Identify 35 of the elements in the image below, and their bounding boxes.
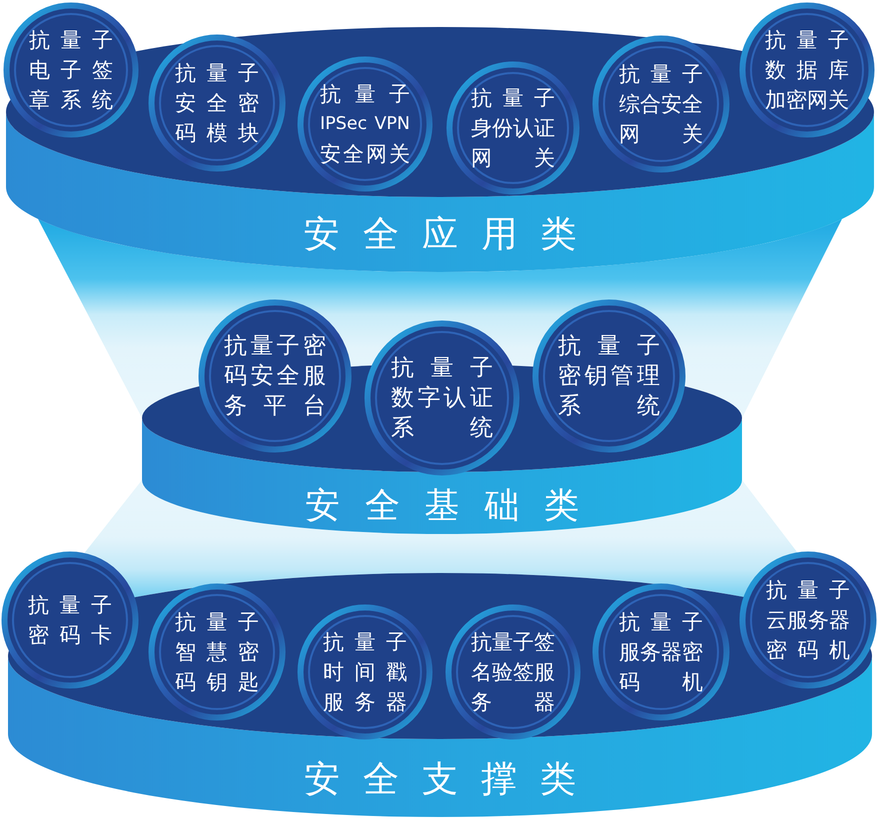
circle-badge <box>297 56 433 192</box>
badge-label: 抗量子时间戳服务器 <box>323 629 407 716</box>
badge-label: 抗量子智慧密码钥匙 <box>175 609 259 696</box>
badge-label: 抗量子IPSec VPN安全网关 <box>320 81 410 168</box>
circle-badge <box>198 299 352 453</box>
circle-badge <box>148 583 286 721</box>
tier-label: 安全支撑类 <box>304 762 576 798</box>
badge-label: 抗量子云服务器密码机 <box>766 577 850 664</box>
cylinder-platform <box>1 551 877 817</box>
badge-label: 抗量子综合安全网关 <box>619 61 703 148</box>
badge-label: 抗量子密码安全服务平台 <box>224 332 326 421</box>
circle-badge <box>297 604 433 740</box>
cylinder-platform <box>3 2 875 272</box>
badge-label: 抗量子电子签章系统 <box>29 27 113 114</box>
badge-label: 抗量子密码卡 <box>28 592 112 649</box>
badge-label: 抗量子密钥管理系统 <box>558 332 660 421</box>
circle-badge <box>1 551 139 689</box>
badge-label: 抗量子服务器密码机 <box>619 609 703 696</box>
circle-badge <box>592 583 730 721</box>
circle-badge <box>739 551 877 689</box>
circle-badge <box>532 299 686 453</box>
circle-badge <box>592 35 730 173</box>
badge-label: 抗量子数字认证系统 <box>391 354 493 443</box>
tier-label: 安全基础类 <box>305 488 579 524</box>
circle-badge <box>148 34 286 172</box>
circle-badge <box>445 604 581 740</box>
badge-label: 抗量子安全密码模块 <box>175 60 259 147</box>
circle-badge <box>364 320 520 476</box>
badge-label: 抗量子签名验签服务器 <box>471 629 555 716</box>
tier-label: 安全应用类 <box>304 217 576 253</box>
circle-badge <box>446 61 580 195</box>
badge-label: 抗量子身份认证网关 <box>471 85 555 172</box>
circle-badge <box>3 2 139 138</box>
badge-label: 抗量子数据库加密网关 <box>765 27 849 114</box>
circle-badge <box>739 2 875 138</box>
